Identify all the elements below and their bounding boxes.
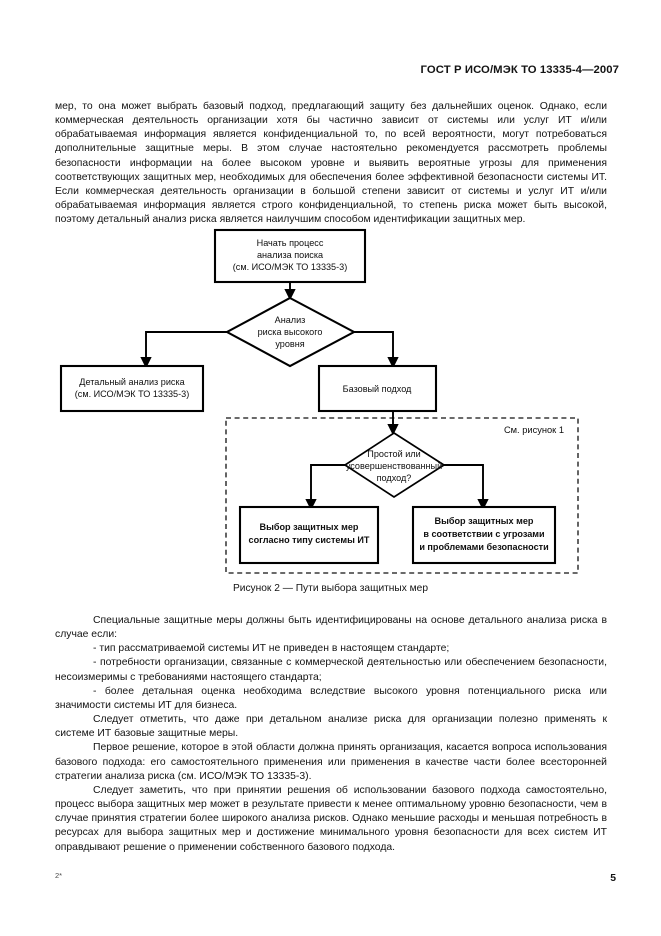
node-threats-line-3: и проблемами безопасности bbox=[419, 542, 548, 552]
node-controls-by-threats bbox=[411, 505, 557, 565]
after-paragraph-4: Следует заметить, что при принятии решен… bbox=[55, 784, 607, 853]
node-approach-decision bbox=[343, 431, 446, 499]
document-header-standard-ref: ГОСТ Р ИСО/МЭК ТО 13335-4—2007 bbox=[420, 64, 619, 76]
node-high-level-line-2: риска высокого bbox=[258, 327, 323, 337]
node-high-level-line-3: уровня bbox=[275, 339, 304, 349]
after-bullet-1: - тип рассматриваемой системы ИТ не прив… bbox=[93, 643, 450, 655]
figure-2-flowchart: См. рисунок 1 Начать процесс ана bbox=[0, 222, 661, 592]
see-figure-1-label: См. рисунок 1 bbox=[504, 425, 564, 435]
node-approach-line-3: подход? bbox=[377, 473, 412, 483]
footer-page-number: 5 bbox=[610, 873, 616, 884]
node-start-line-2: анализа поиска bbox=[257, 250, 324, 260]
node-baseline-label: Базовый подход bbox=[343, 384, 412, 394]
intro-text-block: мер, то она может выбрать базовый подход… bbox=[55, 100, 607, 227]
after-bullet-3: - более детальная оценка необходима всле… bbox=[55, 685, 607, 711]
node-threats-line-1: Выбор защитных мер bbox=[435, 516, 534, 526]
node-controls-by-system-type bbox=[238, 505, 380, 565]
node-baseline-approach bbox=[317, 364, 438, 413]
connector-decision-to-detailed bbox=[140, 331, 227, 369]
connector-decision-to-baseline bbox=[354, 331, 399, 369]
node-approach-line-2: усовершенствованный bbox=[346, 461, 442, 471]
after-paragraph-1: Специальные защитные меры должны быть ид… bbox=[55, 615, 607, 641]
footer-signature-mark: 2* bbox=[55, 871, 63, 880]
see-figure-1-region bbox=[225, 417, 579, 574]
connector-approach-to-system-type bbox=[305, 464, 345, 511]
node-detailed-risk-analysis bbox=[59, 364, 205, 413]
after-paragraph-2: Следует отметить, что даже при детальном… bbox=[55, 714, 607, 740]
after-paragraph-3: Первое решение, которое в этой области д… bbox=[55, 742, 607, 782]
node-detailed-line-2: (см. ИСО/МЭК ТО 13335-3) bbox=[75, 389, 189, 399]
node-start-process bbox=[213, 228, 367, 284]
node-high-level-line-1: Анализ bbox=[275, 315, 306, 325]
node-system-type-line-2: согласно типу системы ИТ bbox=[249, 535, 370, 545]
after-figure-text-block: Специальные защитные меры должны быть ид… bbox=[55, 614, 607, 855]
node-start-line-1: Начать процесс bbox=[257, 238, 324, 248]
figure-2-caption: Рисунок 2 — Пути выбора защитных мер bbox=[232, 583, 429, 594]
after-bullet-2: - потребности организации, связанные с к… bbox=[55, 657, 607, 683]
node-system-type-line-1: Выбор защитных мер bbox=[260, 522, 359, 532]
node-threats-line-2: в соответствии с угрозами bbox=[423, 529, 544, 539]
node-approach-line-1: Простой или bbox=[367, 449, 420, 459]
node-start-line-3: (см. ИСО/МЭК ТО 13335-3) bbox=[233, 262, 347, 272]
node-detailed-line-1: Детальный анализ риска bbox=[79, 377, 185, 387]
intro-paragraph-1: мер, то она может выбрать базовый подход… bbox=[55, 101, 607, 226]
node-high-level-risk-decision bbox=[224, 296, 357, 368]
connector-approach-to-threats bbox=[444, 464, 489, 511]
